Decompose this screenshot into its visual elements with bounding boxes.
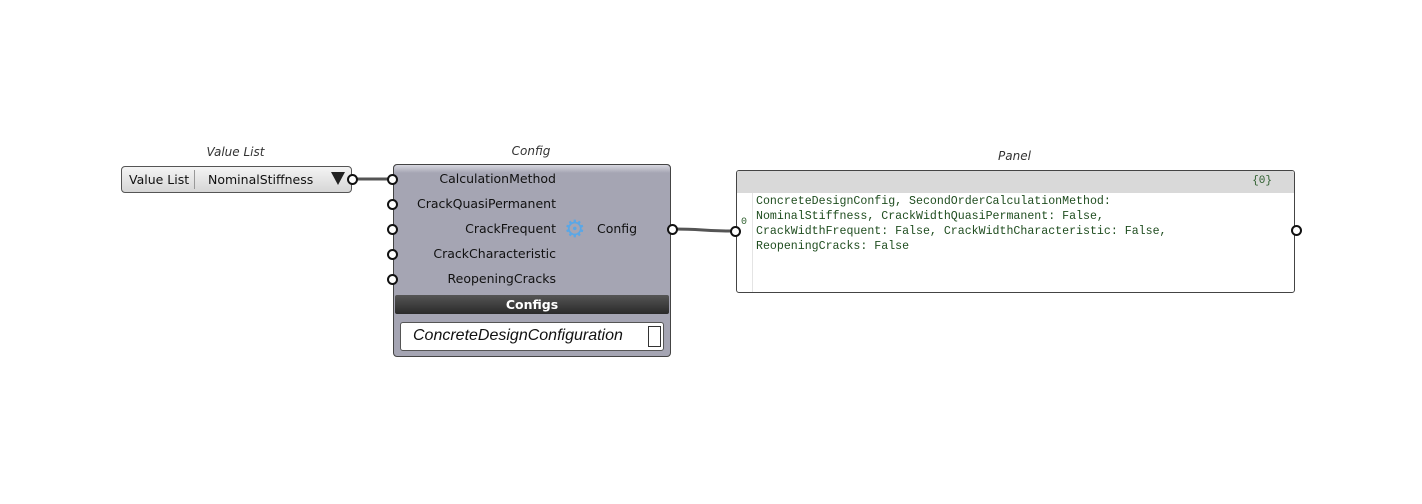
panel-component[interactable]: {0} 0 ConcreteDesignConfig, SecondOrderC… — [736, 170, 1295, 293]
value-list-label: Value List — [129, 172, 190, 187]
input-port[interactable] — [387, 174, 398, 185]
gear-icon: ⚙ — [564, 215, 586, 243]
divider — [194, 170, 195, 189]
input-reopening-cracks[interactable]: ReopeningCracks — [447, 271, 557, 286]
panel-output-port[interactable] — [1291, 225, 1302, 236]
panel-input-port[interactable] — [730, 226, 741, 237]
value-list-selected[interactable]: NominalStiffness — [208, 172, 314, 187]
input-crack-quasi-permanent[interactable]: CrackQuasiPermanent — [416, 196, 556, 211]
input-port[interactable] — [387, 249, 398, 260]
output-port[interactable] — [667, 224, 678, 235]
output-config[interactable]: Config — [597, 221, 638, 236]
input-crack-frequent[interactable]: CrackFrequent — [465, 221, 556, 236]
wire-config-to-panel — [673, 227, 734, 233]
config-dropdown-value: ConcreteDesignConfiguration — [413, 327, 623, 344]
panel-item-index: 0 — [741, 217, 748, 228]
input-calculation-method[interactable]: CalculationMethod — [439, 171, 556, 186]
configs-section-header: Configs — [395, 295, 669, 314]
panel-gutter — [752, 193, 753, 292]
config-dropdown[interactable]: ConcreteDesignConfiguration — [400, 322, 664, 351]
input-port[interactable] — [387, 224, 398, 235]
input-port[interactable] — [387, 274, 398, 285]
panel-caption: Panel — [998, 149, 1031, 163]
dropdown-button[interactable] — [648, 326, 661, 347]
dropdown-arrow-icon[interactable] — [331, 172, 345, 185]
config-component[interactable]: CalculationMethod CrackQuasiPermanent Cr… — [393, 164, 671, 357]
panel-path: {0} — [1252, 175, 1272, 187]
value-list-output-port[interactable] — [347, 174, 358, 185]
value-list-component[interactable]: Value List NominalStiffness — [121, 166, 352, 193]
panel-content: ConcreteDesignConfig, SecondOrderCalcula… — [756, 195, 1167, 253]
input-port[interactable] — [387, 199, 398, 210]
component-highlight — [394, 165, 670, 173]
panel-header: {0} — [737, 171, 1294, 193]
config-caption: Config — [511, 144, 551, 158]
input-crack-characteristic[interactable]: CrackCharacteristic — [433, 246, 556, 261]
value-list-caption: Value List — [206, 145, 265, 159]
